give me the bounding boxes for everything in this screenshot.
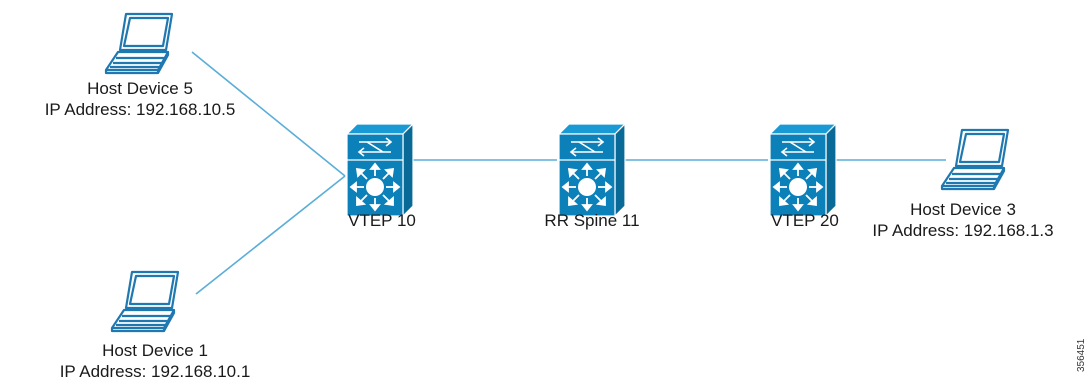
- host-device-1-laptop-icon: [110, 270, 180, 333]
- rr-spine-11-switch-icon: [558, 123, 626, 217]
- vtep-20-label: VTEP 20: [771, 211, 839, 230]
- host-device-3-label: Host Device 3 IP Address: 192.168.1.3: [848, 199, 1078, 241]
- host-device-5-ip: IP Address: 192.168.10.5: [44, 100, 236, 119]
- figure-id: 356451: [1076, 338, 1087, 372]
- link-host5-vtep10: [191, 51, 346, 177]
- host-device-1-label: Host Device 1 IP Address: 192.168.10.1: [40, 340, 270, 382]
- vtep-10-switch-icon: [346, 123, 414, 217]
- host-device-1-ip: IP Address: 192.168.10.1: [59, 362, 251, 381]
- vtep-20-switch-icon: [769, 123, 837, 217]
- vtep-10-label: VTEP 10: [348, 211, 416, 230]
- host-device-3-ip: IP Address: 192.168.1.3: [872, 221, 1054, 240]
- rr-spine-11-label: RR Spine 11: [544, 211, 640, 230]
- host-device-5-label: Host Device 5 IP Address: 192.168.10.5: [30, 78, 250, 120]
- host-device-1-name: Host Device 1: [102, 341, 208, 360]
- host-device-3-laptop-icon: [940, 128, 1010, 191]
- host-device-3-name: Host Device 3: [910, 200, 1016, 219]
- links-group: [191, 51, 946, 295]
- host-device-5-laptop-icon: [104, 12, 174, 75]
- link-host1-vtep10: [195, 175, 346, 295]
- host-device-5-name: Host Device 5: [87, 79, 193, 98]
